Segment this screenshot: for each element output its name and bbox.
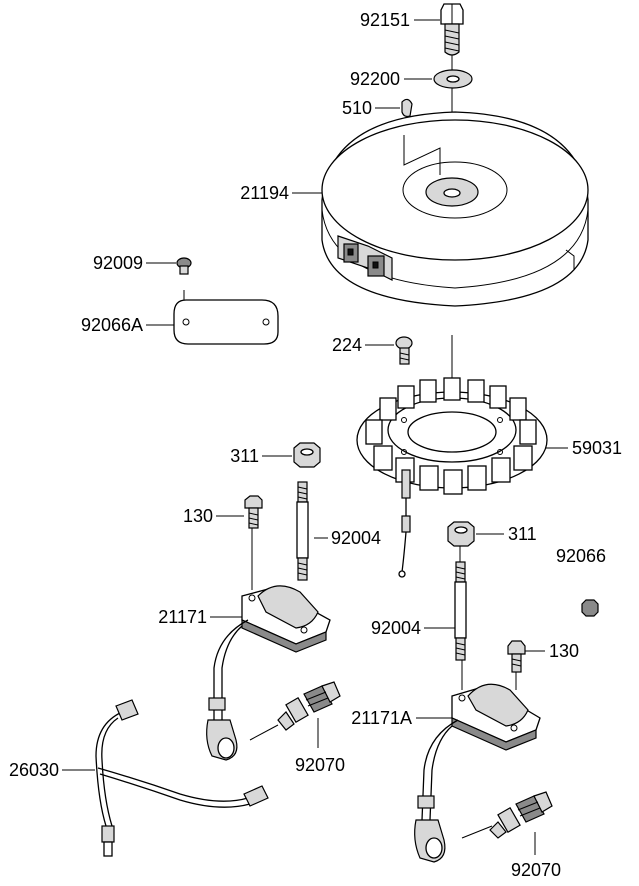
label-21194: 21194 (240, 183, 289, 203)
flywheel-21194 (321, 111, 589, 307)
label-92070-right: 92070 (511, 860, 561, 880)
label-224: 224 (332, 335, 362, 355)
bolt-130-left (244, 495, 263, 529)
washer-92200 (433, 69, 473, 89)
label-92009: 92009 (93, 253, 143, 273)
stud-92004-right (454, 561, 467, 661)
bolt-92151 (440, 3, 464, 56)
label-21171: 21171 (158, 607, 207, 627)
label-92004-right: 92004 (371, 618, 421, 638)
label-130-left: 130 (183, 506, 213, 526)
label-92004-left: 92004 (331, 528, 381, 548)
ignition-coil-21171a (414, 683, 541, 863)
label-92070-left: 92070 (295, 755, 345, 775)
part-labels: 92151 92200 510 21194 92009 92066A 224 3… (9, 10, 622, 880)
label-311-left: 311 (230, 446, 259, 466)
stud-92004-left (296, 481, 309, 581)
key-510 (401, 98, 413, 118)
label-92066: 92066 (556, 546, 606, 566)
nut-311-left (293, 442, 321, 468)
bolt-130-right (507, 640, 526, 673)
label-26030: 26030 (9, 760, 59, 780)
label-92066a: 92066A (81, 315, 143, 335)
spark-plug-92070-left (277, 681, 341, 731)
label-92151: 92151 (360, 10, 410, 30)
nut-92066 (581, 599, 599, 617)
spark-plug-92070-right (489, 791, 553, 839)
label-92200: 92200 (350, 69, 400, 89)
wire-harness-26030 (95, 699, 269, 857)
screw-92009 (176, 257, 192, 275)
label-311-right: 311 (508, 524, 537, 544)
label-59031: 59031 (572, 438, 622, 458)
plate-92066a (173, 290, 279, 345)
stator-59031 (356, 377, 548, 578)
label-130-right: 130 (549, 641, 579, 661)
ignition-coil-21171 (206, 585, 331, 761)
nut-311-right (447, 521, 475, 547)
label-21171a: 21171A (351, 708, 412, 728)
label-510: 510 (342, 98, 372, 118)
screw-224 (395, 336, 413, 365)
